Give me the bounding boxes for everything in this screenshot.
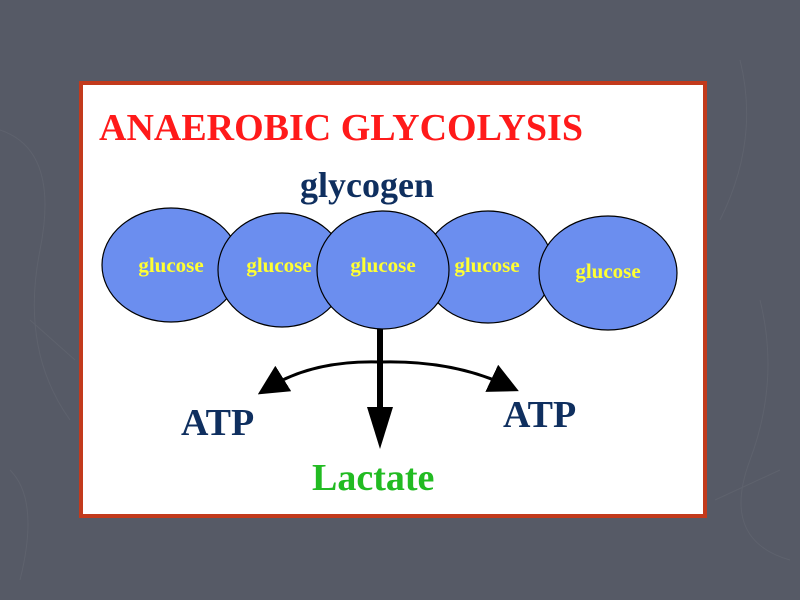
glucose-label: glucose xyxy=(575,259,640,283)
glucose-label: glucose xyxy=(454,253,519,277)
glycolysis-diagram: ANAEROBIC GLYCOLYSIS glycogen glucose gl… xyxy=(99,107,678,499)
atp-right-label: ATP xyxy=(503,394,576,436)
atp-left-label: ATP xyxy=(181,402,254,444)
atp-arrow-right xyxy=(379,360,519,392)
glucose-unit: glucose xyxy=(316,210,450,330)
glucose-unit: glucose xyxy=(217,212,347,328)
diagram-frame: ANAEROBIC GLYCOLYSIS glycogen glucose gl… xyxy=(79,81,707,518)
glucose-label: glucose xyxy=(246,253,311,277)
glucose-label: glucose xyxy=(138,253,203,277)
glycolysis-arrowhead xyxy=(367,407,393,449)
atp-arrow-left xyxy=(257,360,381,395)
diagram-title: ANAEROBIC GLYCOLYSIS xyxy=(99,107,583,149)
lactate-label: Lactate xyxy=(312,457,434,499)
glycogen-label: glycogen xyxy=(300,165,434,205)
glucose-unit: glucose xyxy=(538,215,678,331)
glucose-circle xyxy=(538,215,678,331)
glucose-label: glucose xyxy=(350,253,415,277)
